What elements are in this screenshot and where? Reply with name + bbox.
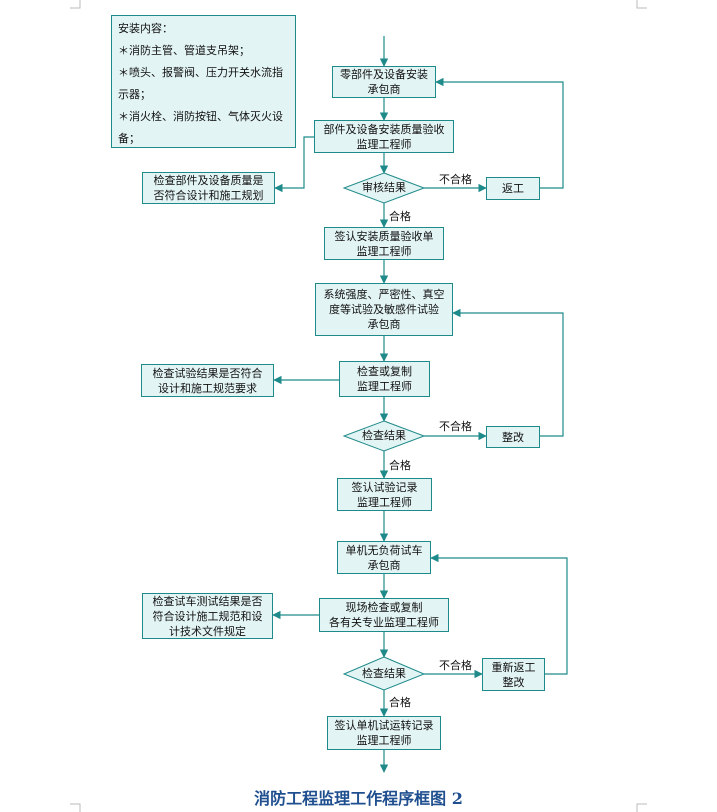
- node-text: 单机无负荷试车: [345, 543, 423, 557]
- node-role: 监理工程师: [356, 734, 412, 747]
- node-text: 计技术文件规定: [169, 624, 246, 638]
- node-text: 零部件及设备安装: [340, 68, 428, 81]
- node-text: 签认单机试运转记录: [334, 719, 434, 732]
- node-text: 符合设计施工规范和设: [152, 609, 263, 623]
- node-role: 监理工程师: [357, 495, 412, 509]
- edge-label-pass-3: 合格: [389, 696, 411, 709]
- node-text: 设计和施工规范要求: [158, 381, 257, 395]
- node-redo-rectify: 重新返工 整改: [482, 658, 545, 691]
- node-role: 承包商: [367, 83, 401, 96]
- node-text: 检查试车测试结果是否: [152, 594, 263, 608]
- install-note-line: 备；: [118, 132, 140, 145]
- node-text: 整改: [502, 430, 524, 444]
- node-text: 整改: [502, 675, 525, 689]
- node-parts-install-contractor: 零部件及设备安装 承包商: [332, 66, 436, 98]
- node-check-test-results: 检查试验结果是否符合 设计和施工规范要求: [141, 364, 274, 397]
- node-role: 承包商: [367, 318, 401, 331]
- node-text: 检查部件及设备质量是: [153, 174, 264, 187]
- node-sign-test-record: 签认试验记录 监理工程师: [337, 478, 432, 511]
- install-content-note: 安装内容： ＊消防主管、管道支吊架； ＊喷头、报警阀、压力开关水流指 示器； ＊…: [111, 15, 296, 148]
- decision-diamonds: [342, 172, 426, 691]
- diamond-review-result: [342, 172, 426, 204]
- node-role: 监理工程师: [356, 244, 412, 258]
- node-single-machine-test: 单机无负荷试车 承包商: [337, 541, 431, 574]
- node-text: 重新返工: [491, 660, 536, 674]
- arrow-n5-n1: [435, 77, 564, 189]
- diamond-check-result-1: [342, 420, 426, 452]
- arrow-n11-n7: [452, 308, 564, 437]
- node-text: 签认安装质量验收单: [334, 229, 434, 243]
- edge-label-fail-2: 不合格: [439, 420, 472, 433]
- connector-lines: [272, 36, 568, 773]
- decision-review-result-label: 审核结果: [362, 181, 406, 194]
- edge-label-pass-1: 合格: [389, 210, 411, 223]
- node-sign-run-record: 签认单机试运转记录 监理工程师: [327, 716, 441, 750]
- arrow-n2-n4: [274, 136, 314, 193]
- node-role: 各有关专业监理工程师: [329, 616, 439, 629]
- edge-label-pass-2: 合格: [389, 459, 411, 472]
- node-text: 部件及设备安装质量验收: [323, 122, 445, 136]
- node-install-quality-acceptance: 部件及设备安装质量验收 监理工程师: [314, 120, 454, 153]
- node-role: 监理工程师: [357, 380, 412, 393]
- node-rectify: 整改: [486, 426, 540, 448]
- node-text: 返工: [502, 182, 524, 195]
- install-note-line: 示器；: [118, 88, 151, 101]
- node-text: 现场检查或复制: [345, 601, 423, 614]
- edge-label-fail-3: 不合格: [439, 659, 472, 672]
- node-text: 系统强度、严密性、真空: [323, 288, 445, 301]
- node-text: 度等试验及敏感件试验: [329, 303, 439, 316]
- edge-label-fail-1: 不合格: [439, 173, 472, 186]
- decision-check-result-label-1: 检查结果: [362, 429, 406, 442]
- diagram-title: 消防工程监理工作程序框图 2: [254, 789, 463, 808]
- node-site-inspection: 现场检查或复制 各有关专业监理工程师: [319, 598, 449, 632]
- diamond-check-result-2: [342, 656, 426, 691]
- install-note-line: ＊消火栓、消防按钮、气体灭火设: [118, 110, 283, 123]
- node-inspect-or-copy: 检查或复制 监理工程师: [339, 361, 430, 397]
- node-role: 承包商: [367, 558, 401, 572]
- node-text: 否符合设计和施工规划: [153, 189, 264, 202]
- arrow-n17-n13: [430, 553, 568, 675]
- install-note-line: ＊喷头、报警阀、压力开关水流指: [118, 66, 283, 79]
- node-check-parts-quality: 检查部件及设备质量是 否符合设计和施工规划: [142, 172, 275, 204]
- node-role: 监理工程师: [356, 137, 412, 151]
- node-sign-acceptance-form: 签认安装质量验收单 监理工程师: [324, 227, 444, 260]
- decision-check-result-label-2: 检查结果: [362, 667, 406, 680]
- node-system-tests-contractor: 系统强度、严密性、真空 度等试验及敏感件试验 承包商: [315, 283, 453, 336]
- node-check-trial-results: 检查试车测试结果是否 符合设计施工规范和设 计技术文件规定: [142, 593, 273, 639]
- node-rework: 返工: [486, 177, 540, 200]
- page-corner-marks: [70, 0, 647, 812]
- node-text: 检查或复制: [357, 365, 412, 378]
- install-note-title: 安装内容：: [118, 22, 173, 35]
- node-text: 检查试验结果是否符合: [152, 366, 263, 380]
- install-note-line: ＊消防主管、管道支吊架；: [118, 44, 250, 57]
- node-text: 签认试验记录: [351, 480, 418, 494]
